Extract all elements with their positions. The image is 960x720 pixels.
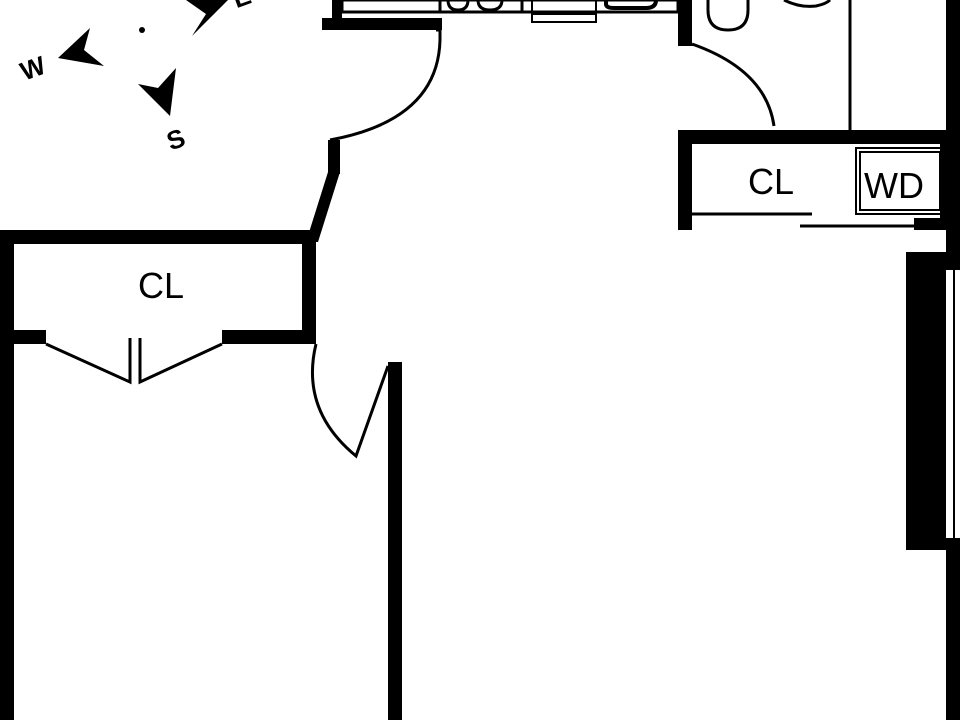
wall-left-closet-bottom-right bbox=[222, 330, 316, 344]
kitchen-fixtures bbox=[340, 0, 680, 23]
doors bbox=[45, 28, 776, 459]
wall-left-closet-bottom-left bbox=[0, 330, 46, 344]
thin-lines bbox=[692, 0, 955, 538]
entry-door-swing bbox=[329, 30, 442, 142]
compass-west-label: W bbox=[16, 50, 50, 87]
wall-left-closet-right bbox=[302, 230, 316, 344]
compass-south-label: S bbox=[162, 122, 189, 156]
washer-dryer-label: WD bbox=[864, 165, 924, 206]
wall-bath-mid bbox=[678, 130, 960, 144]
wall-right-lower bbox=[946, 230, 960, 270]
wall-corner-dot bbox=[322, 18, 334, 30]
stove-burner-left-icon bbox=[446, 0, 470, 12]
lavatory-icon bbox=[783, 0, 832, 8]
closet-bifold-right bbox=[138, 338, 223, 385]
compass-south-arrow-icon bbox=[138, 68, 176, 116]
wall-entry-jamb bbox=[328, 140, 340, 174]
sink-icon bbox=[604, 0, 658, 10]
wall-right-upper bbox=[946, 0, 960, 144]
toilet-icon bbox=[706, 0, 750, 32]
kitchen-counter bbox=[340, 0, 680, 14]
closet-left-label: CL bbox=[138, 265, 184, 306]
wall-diagonal bbox=[306, 172, 340, 242]
compass-west-arrow-icon bbox=[58, 28, 104, 66]
compass-east-label: E bbox=[228, 0, 255, 14]
washer-dryer-unit bbox=[855, 147, 945, 215]
wall-top-left-stub bbox=[332, 0, 342, 22]
closet-bifold-left bbox=[45, 338, 132, 385]
bath-fixtures bbox=[706, 0, 832, 32]
wall-right-bottom bbox=[946, 538, 960, 720]
compass-rose: W S E bbox=[16, 0, 255, 156]
wall-bedroom-partition bbox=[388, 362, 402, 720]
washer-dryer-inner bbox=[859, 151, 941, 211]
washer-dryer-outer bbox=[855, 147, 945, 215]
wall-left-outer bbox=[0, 230, 14, 720]
wall-closet2-stub bbox=[914, 218, 946, 230]
stove-burner-right-icon bbox=[476, 0, 504, 12]
wall-bath-left bbox=[678, 0, 692, 46]
wall-right-window-block bbox=[906, 252, 946, 550]
compass-center-dot bbox=[139, 27, 145, 33]
bedroom-door-swing bbox=[311, 343, 390, 459]
wall-left-closet-top bbox=[0, 230, 316, 244]
dishwasher-icon bbox=[531, 0, 597, 23]
wall-closet2-left bbox=[678, 130, 692, 230]
bath-door-swing bbox=[691, 42, 776, 127]
compass-east-arrow-icon bbox=[186, 0, 228, 36]
closet-right-label: CL bbox=[748, 161, 794, 202]
wall-top-left bbox=[322, 18, 442, 30]
